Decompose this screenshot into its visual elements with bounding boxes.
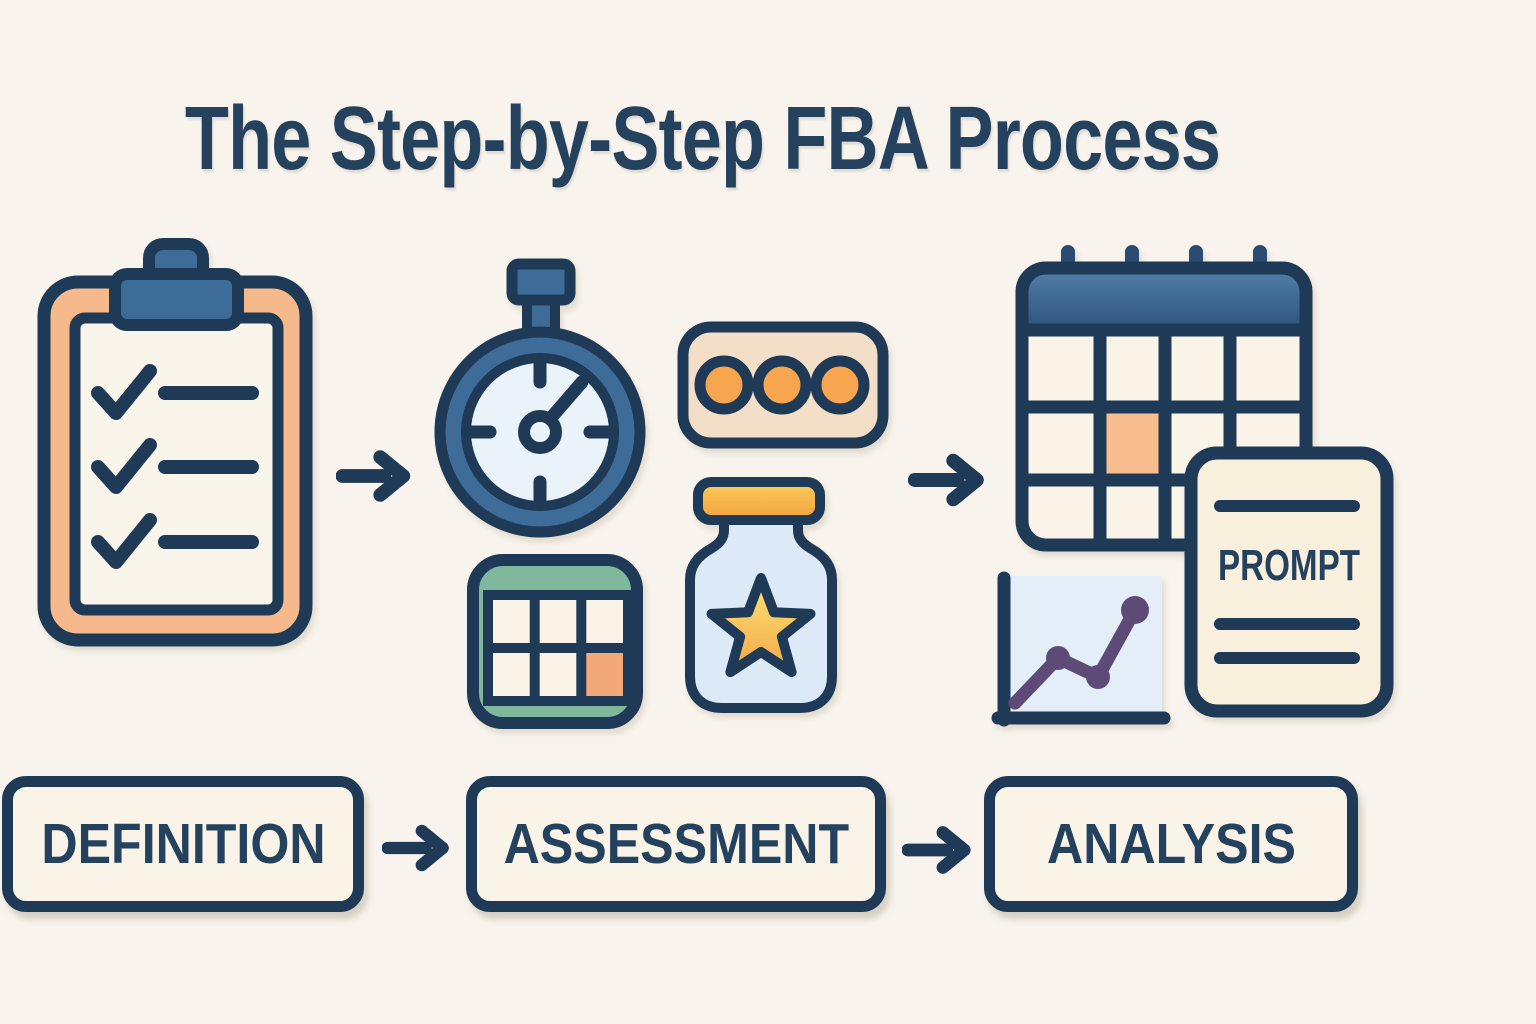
stage-label: DEFINITION bbox=[40, 812, 326, 876]
table-grid-icon bbox=[467, 554, 643, 729]
stage-label: ASSESSMENT bbox=[503, 812, 849, 876]
stage-label: ANALYSIS bbox=[1046, 812, 1296, 876]
stage-box-definition: DEFINITION bbox=[2, 776, 364, 912]
checklist-clipboard-icon bbox=[37, 238, 313, 647]
calendar-icon bbox=[1015, 245, 1313, 552]
calendar-header bbox=[1022, 268, 1306, 330]
stopwatch-ticks bbox=[461, 353, 619, 511]
line-chart-icon bbox=[991, 571, 1171, 727]
checklist-rows bbox=[91, 364, 259, 569]
page-title: The Step-by-Step FBA Process bbox=[184, 89, 1221, 189]
star-jar-icon bbox=[685, 477, 837, 713]
calendar-highlight-cell bbox=[1100, 407, 1165, 480]
right-arrow-icon bbox=[382, 824, 449, 872]
right-arrow-icon bbox=[336, 450, 411, 502]
right-arrow-icon bbox=[902, 826, 971, 874]
dots-badge-icon bbox=[677, 321, 889, 449]
stopwatch-icon bbox=[434, 258, 646, 538]
stage-box-assessment: ASSESSMENT bbox=[466, 776, 886, 912]
jar-lid bbox=[693, 477, 825, 525]
right-arrow-icon bbox=[908, 453, 984, 507]
prompt-document-icon: PROMPT bbox=[1184, 446, 1394, 718]
trend-line bbox=[1008, 603, 1142, 710]
stage-box-analysis: ANALYSIS bbox=[984, 776, 1358, 912]
grid-highlight-cell bbox=[581, 648, 628, 701]
prompt-document-label: PROMPT bbox=[1218, 541, 1360, 590]
star-shape bbox=[706, 573, 816, 678]
